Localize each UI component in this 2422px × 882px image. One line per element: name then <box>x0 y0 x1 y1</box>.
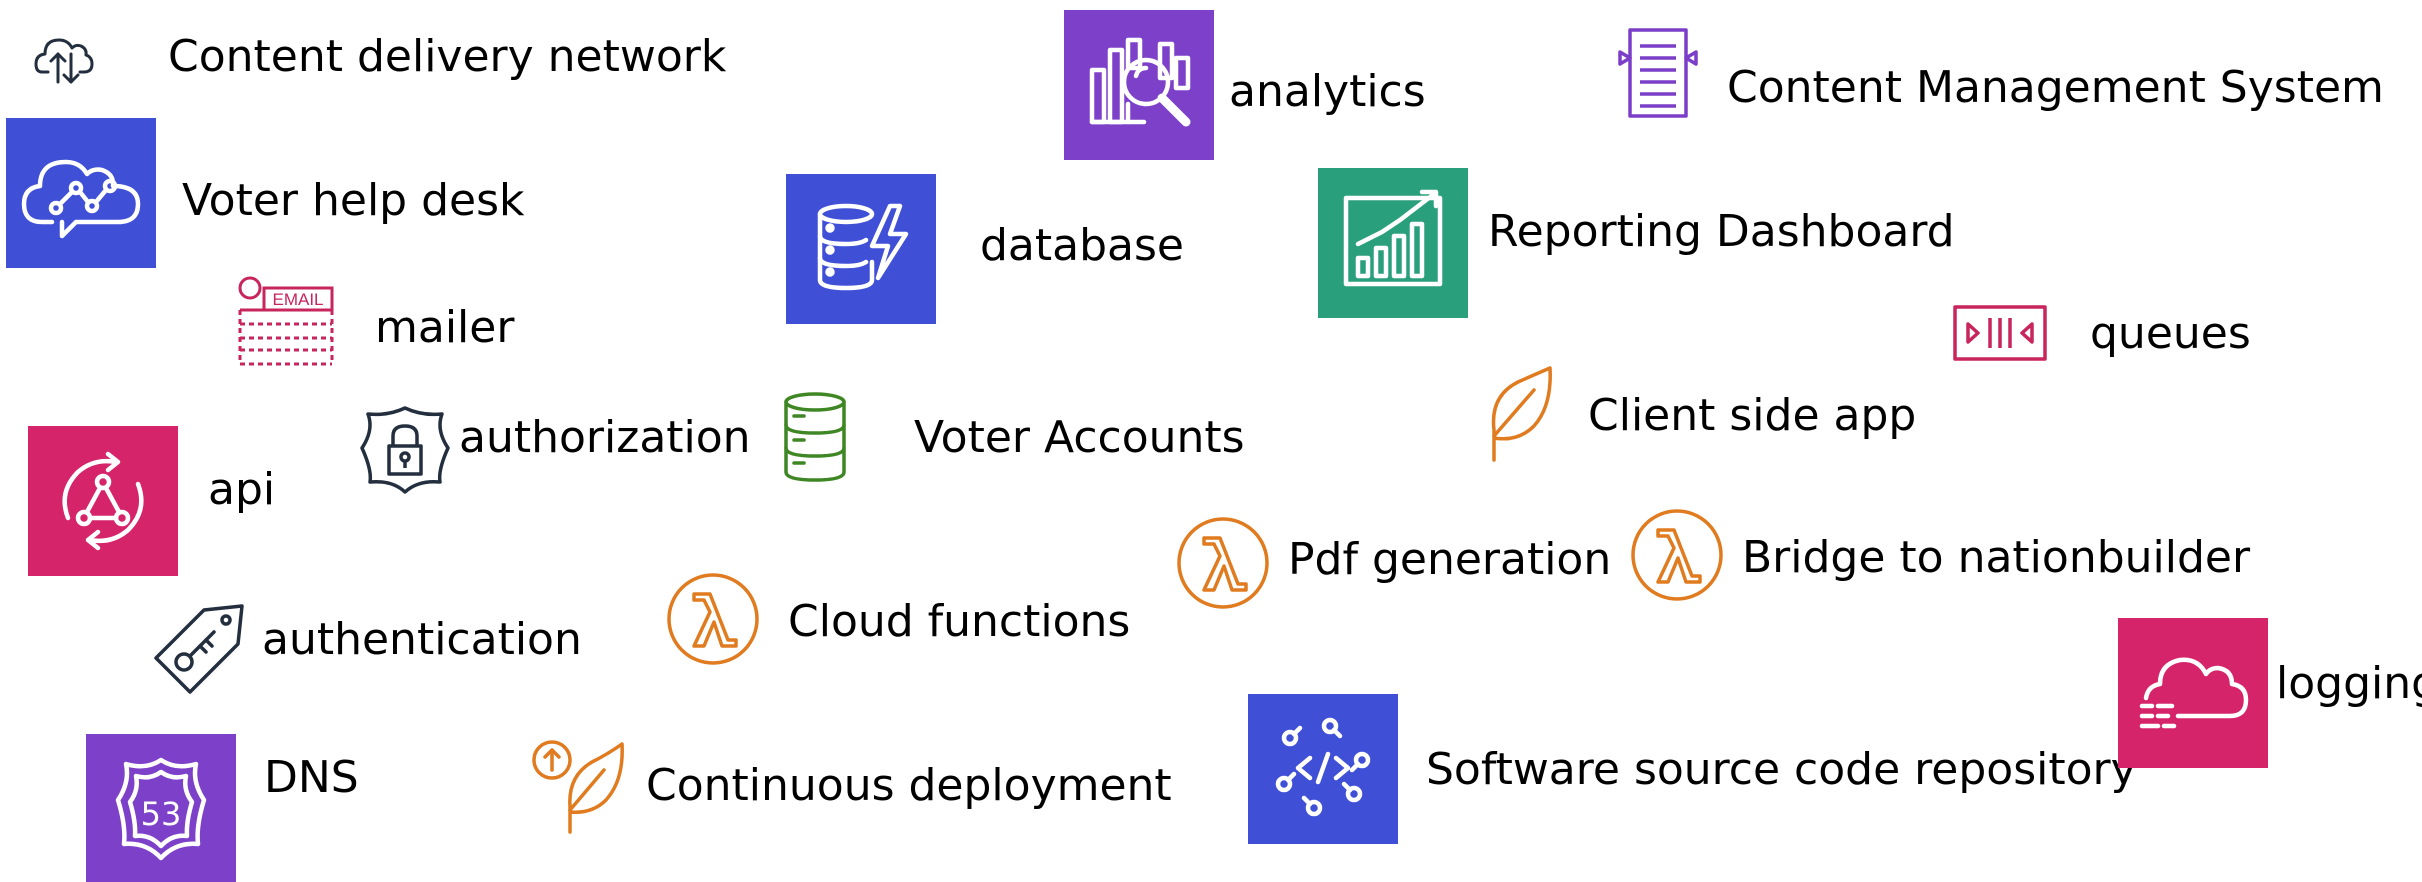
bar-chart-trend-icon <box>1318 168 1468 318</box>
leaf-icon <box>1486 366 1554 462</box>
label-software-source-code-repository: Software source code repository <box>1426 744 2137 795</box>
key-tag-icon <box>150 600 250 696</box>
label-bridge-to-nationbuilder: Bridge to nationbuilder <box>1742 532 2251 583</box>
lambda-icon <box>1630 508 1724 602</box>
queue-icon <box>1952 304 2048 362</box>
label-mailer: mailer <box>375 302 515 353</box>
label-content-delivery-network: Content delivery network <box>168 31 727 82</box>
route-53-number: 53 <box>141 795 182 833</box>
leaf-upload-icon <box>530 736 626 836</box>
label-analytics: analytics <box>1229 66 1426 117</box>
label-queues: queues <box>2090 308 2251 359</box>
label-api: api <box>208 464 276 515</box>
cloud-chat-network-icon <box>6 118 156 268</box>
route-53-shield-icon: 53 <box>86 734 236 882</box>
label-cloud-functions: Cloud functions <box>788 596 1131 647</box>
cloud-logging-icon <box>2118 618 2268 768</box>
label-dns: DNS <box>264 752 359 803</box>
label-database: database <box>980 220 1184 271</box>
lambda-icon <box>666 572 760 666</box>
label-authorization: authorization <box>459 412 751 463</box>
code-repo-icon <box>1248 694 1398 844</box>
svg-text:EMAIL: EMAIL <box>272 290 323 309</box>
cloud-upload-download-icon <box>34 24 94 84</box>
label-continuous-deployment: Continuous deployment <box>646 760 1172 811</box>
label-pdf-generation: Pdf generation <box>1288 534 1612 585</box>
email-form-icon: EMAIL <box>236 274 336 368</box>
label-authentication: authentication <box>262 614 582 665</box>
label-reporting-dashboard: Reporting Dashboard <box>1488 206 1955 257</box>
database-lightning-icon <box>786 174 936 324</box>
label-logging: logging <box>2276 658 2422 709</box>
api-cycle-network-icon <box>28 426 178 576</box>
label-client-side-app: Client side app <box>1588 390 1917 441</box>
database-stack-icon <box>782 390 848 484</box>
label-voter-accounts: Voter Accounts <box>914 412 1245 463</box>
shield-lock-icon <box>356 404 454 496</box>
label-content-management-system: Content Management System <box>1727 62 2384 113</box>
label-voter-help-desk: Voter help desk <box>182 175 525 226</box>
magnifier-bars-icon <box>1064 10 1214 160</box>
lambda-icon <box>1176 516 1270 610</box>
document-lines-icon <box>1618 26 1698 120</box>
